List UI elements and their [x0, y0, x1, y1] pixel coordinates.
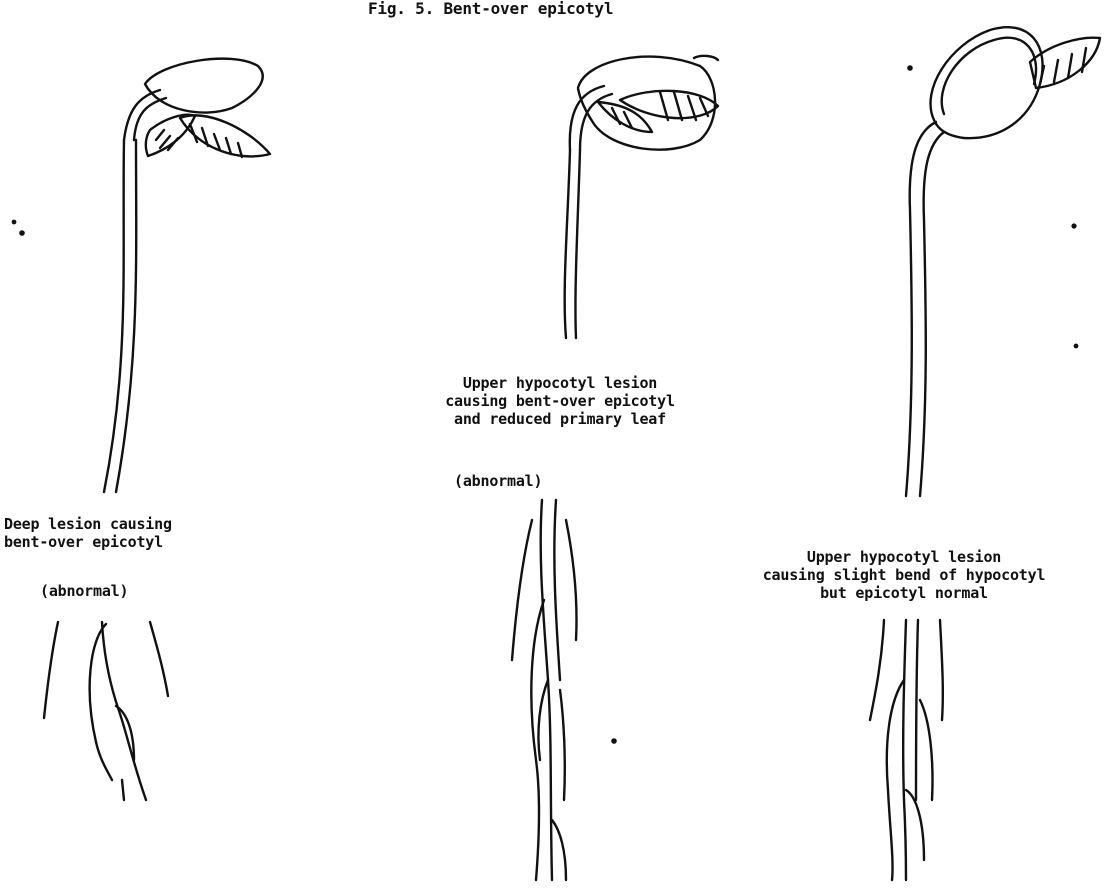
seedling-2-root-main [541, 500, 552, 880]
seedling-3-caption-line: but epicotyl normal [712, 584, 1096, 602]
seedling-1-caption-line: Deep lesion causing [4, 515, 172, 533]
seedling-2-drawing [512, 56, 718, 880]
seedling-3-root-main [903, 620, 906, 880]
seedling-3-stem [906, 122, 936, 496]
seedling-1-cotyledon [145, 59, 263, 113]
seedling-3-drawing [870, 27, 1100, 880]
seedling-1-drawing [13, 59, 270, 800]
seedling-1-stem [104, 140, 124, 492]
seedling-2-stem [565, 150, 570, 338]
seedling-3-caption: Upper hypocotyl lesion causing slight be… [712, 548, 1096, 602]
seedling-3-caption-line: Upper hypocotyl lesion [712, 548, 1096, 566]
seedling-2-status: (abnormal) [454, 472, 542, 490]
seedling-2-hook [570, 86, 604, 150]
seedling-2-caption: Upper hypocotyl lesion causing bent-over… [420, 374, 700, 428]
seedling-2-caption-line: Upper hypocotyl lesion [420, 374, 700, 392]
seedling-2-caption-line: and reduced primary leaf [420, 410, 700, 428]
seedling-1-status: (abnormal) [40, 582, 128, 600]
seedling-3-caption-line: causing slight bend of hypocotyl [712, 566, 1096, 584]
seedling-1-caption-line: bent-over epicotyl [4, 533, 172, 551]
seedling-2-caption-line: causing bent-over epicotyl [420, 392, 700, 410]
seedling-1-caption: Deep lesion causing bent-over epicotyl [4, 515, 172, 551]
